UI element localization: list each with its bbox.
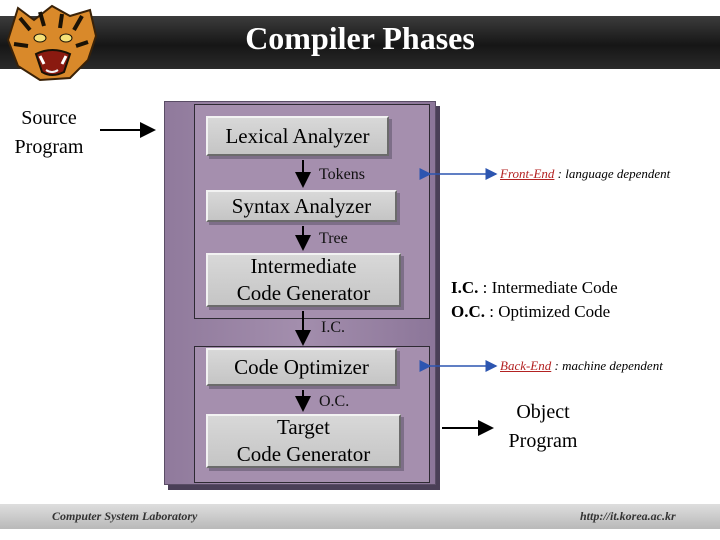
footer-url[interactable]: http://it.korea.ac.kr bbox=[580, 509, 676, 523]
page-title: Compiler Phases bbox=[245, 20, 475, 56]
code-optimizer-box: Code Optimizer bbox=[206, 348, 397, 386]
syntax-analyzer-box: Syntax Analyzer bbox=[206, 190, 397, 222]
target-code-generator-box: Target Code Generator bbox=[206, 414, 401, 468]
oc-label: O.C. bbox=[319, 393, 350, 410]
back-end-note: Back-End : machine dependent bbox=[500, 358, 663, 373]
footer-lab-name: Computer System Laboratory bbox=[52, 509, 198, 523]
tree-label: Tree bbox=[319, 230, 348, 247]
tiger-head-icon bbox=[6, 4, 98, 82]
ic-label: I.C. bbox=[321, 319, 345, 336]
front-end-note: Front-End : language dependent bbox=[500, 166, 671, 181]
title-banner bbox=[0, 16, 720, 69]
footer-bar bbox=[0, 504, 720, 529]
intermediate-code-generator-box: Intermediate Code Generator bbox=[206, 253, 401, 307]
abbreviation-legend: I.C. : Intermediate Code O.C. : Optimize… bbox=[451, 278, 618, 321]
source-program-label: Source Program bbox=[14, 107, 84, 158]
lexical-analyzer-box: Lexical Analyzer bbox=[206, 116, 389, 156]
object-program-label: Object Program bbox=[508, 401, 578, 452]
tokens-label: Tokens bbox=[319, 166, 365, 183]
